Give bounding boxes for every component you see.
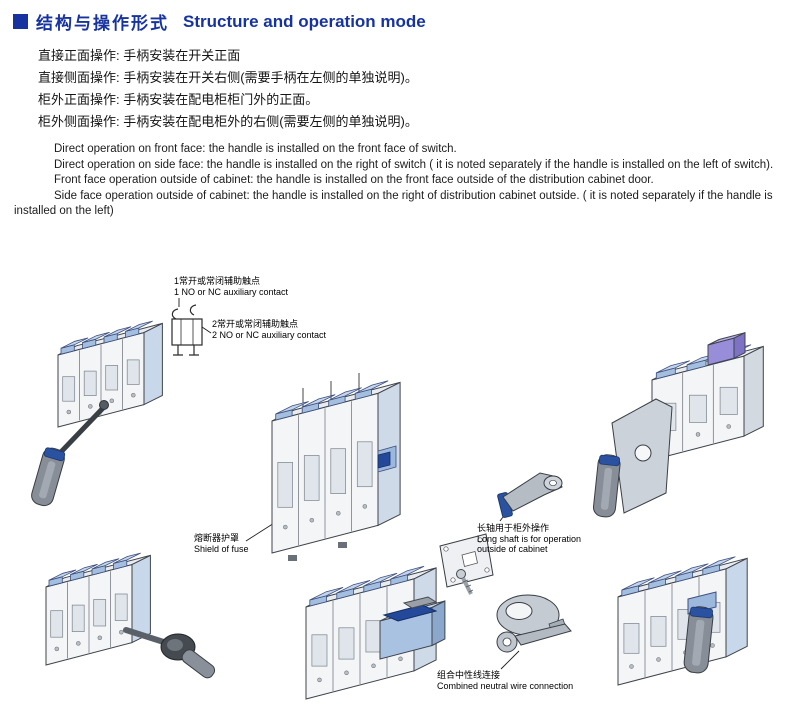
figure-switch-direct-front-handle [31, 320, 163, 507]
section-title-en: Structure and operation mode [183, 11, 426, 31]
section-title-zh: 结构与操作形式 [36, 14, 169, 33]
diagram-area: 1常开或常闭辅助触点 1 NO or NC auxiliary contact … [0, 255, 795, 709]
zh-line-3: 柜外正面操作: 手柄安装在配电柜柜门外的正面。 [38, 92, 319, 107]
figure-switch-with-transfer-mechanism [305, 565, 446, 700]
label-en: Long shaft is for operation outside of c… [477, 533, 582, 555]
english-description: Direct operation on front face: the hand… [14, 142, 781, 220]
chinese-description: 直接正面操作: 手柄安装在开关正面 直接侧面操作: 手柄安装在开关右侧(需要手柄… [38, 45, 795, 133]
label-zh: 组合中性线连接 [437, 670, 501, 680]
en-paragraph-4: Side face operation outside of cabinet: … [14, 189, 773, 218]
figure-operating-lever [496, 623, 572, 653]
label-en: Shield of fuse [194, 543, 249, 554]
label-en: 2 NO or NC auxiliary contact [212, 329, 327, 340]
label-long-shaft: 长轴用于柜外操作 Long shaft is for operation out… [477, 523, 595, 555]
figure-long-shaft-handle [497, 472, 563, 518]
figure-screw [456, 569, 474, 595]
auxiliary-contact-icon [171, 304, 203, 356]
diagram-canvas [31, 298, 764, 700]
figure-mounting-plate [439, 533, 494, 588]
label-aux-contact-1: 1常开或常闭辅助触点 1 NO or NC auxiliary contact [174, 276, 288, 297]
zh-line-4: 柜外侧面操作: 手柄安装在配电柜外的右侧(需要左侧的单独说明)。 [38, 114, 418, 129]
zh-line-1: 直接正面操作: 手柄安装在开关正面 [38, 48, 241, 63]
figure-switch-cabinet-front-operation [592, 331, 764, 518]
zh-line-2: 直接侧面操作: 手柄安装在开关右侧(需要手柄在左侧的单独说明)。 [38, 70, 418, 85]
label-zh: 1常开或常闭辅助触点 [174, 276, 261, 286]
label-zh: 2常开或常闭辅助触点 [212, 319, 299, 329]
figure-switch-main-body [271, 373, 401, 561]
label-neutral-connection: 组合中性线连接 Combined neutral wire connection [437, 670, 573, 691]
en-paragraph-1: Direct operation on front face: the hand… [54, 143, 457, 155]
label-zh: 熔断器护罩 [194, 533, 240, 543]
figure-switch-cabinet-side-operation [617, 556, 748, 686]
label-aux-contact-2: 2常开或常闭辅助触点 2 NO or NC auxiliary contact [212, 319, 326, 340]
en-paragraph-2: Direct operation on side face: the handl… [54, 158, 774, 171]
figure-switch-side-rotary-handle [45, 552, 216, 679]
section-bullet-icon [13, 14, 28, 29]
section-header: 结构与操作形式 Structure and operation mode [0, 0, 795, 34]
label-shield-of-fuse: 熔断器护罩 Shield of fuse [194, 533, 249, 554]
label-zh: 长轴用于柜外操作 [477, 523, 550, 533]
en-paragraph-3: Front face operation outside of cabinet:… [54, 174, 654, 186]
label-en: 1 NO or NC auxiliary contact [174, 286, 289, 297]
label-en: Combined neutral wire connection [437, 680, 574, 691]
